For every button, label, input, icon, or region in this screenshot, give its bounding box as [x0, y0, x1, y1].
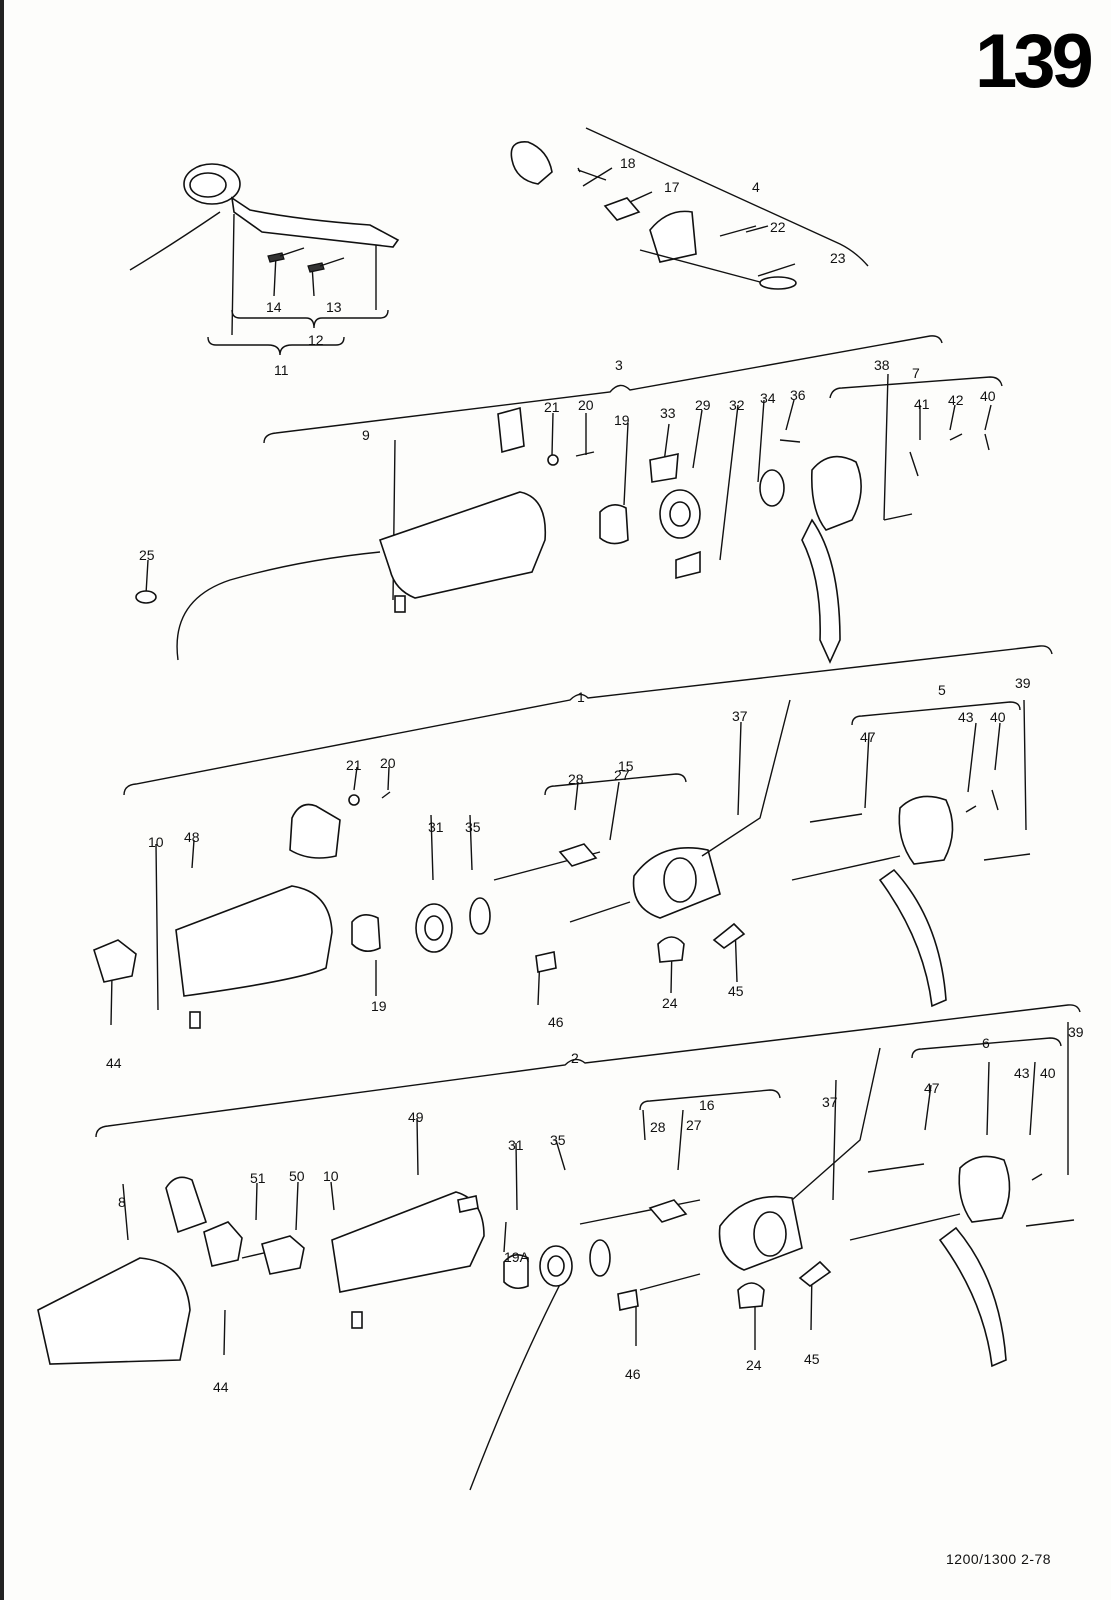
callout-11: 11 [274, 362, 289, 378]
callout-27-r3: 27 [686, 1117, 702, 1133]
callout-34: 34 [760, 390, 776, 406]
callout-13: 13 [326, 299, 342, 315]
callout-31-r2: 31 [428, 819, 444, 835]
callout-20-r1: 20 [578, 397, 594, 413]
callout-40-r3: 40 [1040, 1065, 1056, 1081]
housing-row-3 [37, 1047, 1075, 1368]
callout-19-r1: 19 [614, 412, 630, 428]
callout-17: 17 [664, 179, 680, 195]
callout-37-r3: 37 [822, 1094, 838, 1110]
callout-38: 38 [874, 357, 890, 373]
callout-15: 15 [618, 758, 634, 774]
callout-10-r3: 10 [323, 1168, 339, 1184]
housing-row-2 [93, 699, 1031, 1029]
callout-42: 42 [948, 392, 964, 408]
callout-40-r1: 40 [980, 388, 996, 404]
callout-29: 29 [695, 397, 711, 413]
callout-49: 49 [408, 1109, 424, 1125]
callout-37-r2: 37 [732, 708, 748, 724]
callout-40-r2: 40 [990, 709, 1006, 725]
callout-39-r3: 39 [1068, 1024, 1084, 1040]
callout-2: 2 [571, 1050, 579, 1066]
callout-28-r2: 28 [568, 771, 584, 787]
callout-39-r2: 39 [1015, 675, 1031, 691]
callout-22: 22 [770, 219, 786, 235]
callout-19A: 19A [504, 1249, 530, 1265]
callout-31-r3: 31 [508, 1137, 524, 1153]
callout-24-r3: 24 [746, 1357, 762, 1373]
grab-handle-assembly [129, 163, 400, 273]
callout-12: 12 [308, 332, 324, 348]
callout-27-r2: 27 [614, 767, 630, 783]
leader-lines [110, 167, 1069, 1491]
callout-9: 9 [362, 427, 370, 443]
callout-labels: 11 12 13 14 4 17 18 22 23 3 9 25 21 20 1… [106, 155, 1084, 1395]
callout-21-r2: 21 [346, 757, 362, 773]
callout-20-r2: 20 [380, 755, 396, 771]
callout-23: 23 [830, 250, 846, 266]
model-date-footer: 1200/1300 2-78 [946, 1551, 1052, 1567]
callout-45-r3: 45 [804, 1351, 820, 1367]
callout-28-r3: 28 [650, 1119, 666, 1135]
callout-19-r2: 19 [371, 998, 387, 1014]
callout-44-r2: 44 [106, 1055, 122, 1071]
callout-6: 6 [982, 1035, 990, 1051]
callout-1: 1 [577, 689, 585, 705]
callout-43-r3: 43 [1014, 1065, 1030, 1081]
callout-50: 50 [289, 1168, 305, 1184]
page-number: 139 [975, 19, 1094, 104]
callout-14: 14 [266, 299, 282, 315]
callout-35-r3: 35 [550, 1132, 566, 1148]
callout-47-r3: 47 [924, 1080, 940, 1096]
clamp-switch-assembly [510, 141, 797, 290]
callout-21-r1: 21 [544, 399, 560, 415]
callout-32: 32 [729, 397, 745, 413]
callout-46-r2: 46 [548, 1014, 564, 1030]
callout-25: 25 [139, 547, 155, 563]
callout-41: 41 [914, 396, 930, 412]
callout-7: 7 [912, 365, 920, 381]
callout-36: 36 [790, 387, 806, 403]
callout-33: 33 [660, 405, 676, 421]
callout-24-r2: 24 [662, 995, 678, 1011]
callout-3: 3 [615, 357, 623, 373]
callout-16: 16 [699, 1097, 715, 1113]
callout-51: 51 [250, 1170, 266, 1186]
callout-8: 8 [118, 1194, 126, 1210]
group-brackets [95, 127, 1081, 1138]
callout-46-r3: 46 [625, 1366, 641, 1382]
callout-18: 18 [620, 155, 636, 171]
callout-47-r2: 47 [860, 729, 876, 745]
callout-45-r2: 45 [728, 983, 744, 999]
callout-43-r2: 43 [958, 709, 974, 725]
callout-5: 5 [938, 682, 946, 698]
callout-10-r2: 10 [148, 834, 164, 850]
housing-row-1 [135, 406, 990, 664]
callout-48: 48 [184, 829, 200, 845]
callout-44-r3: 44 [213, 1379, 229, 1395]
callout-35-r2: 35 [465, 819, 481, 835]
callout-4: 4 [752, 179, 760, 195]
binding-edge [0, 0, 4, 1600]
